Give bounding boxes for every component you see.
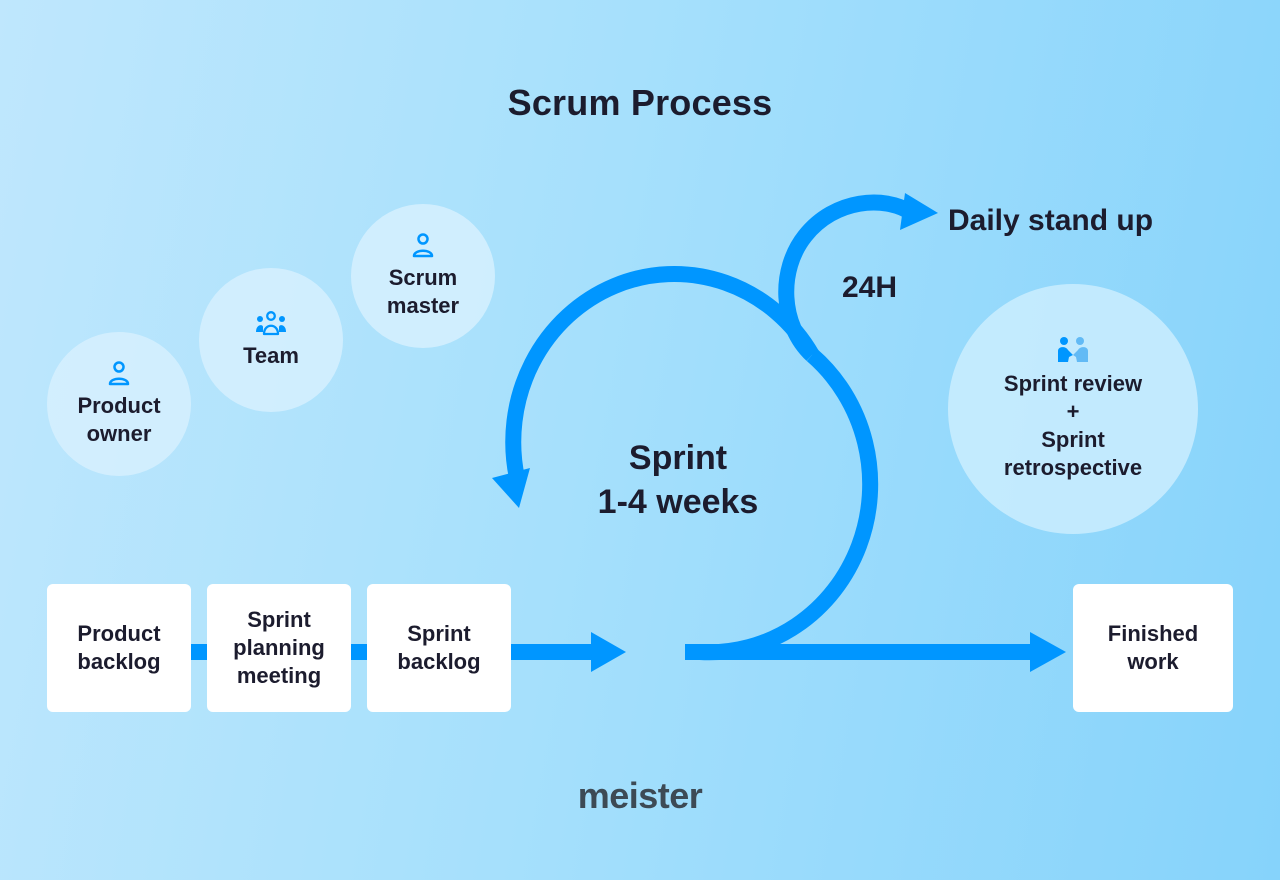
daily-loop-arrowhead <box>900 193 938 230</box>
box-line: Sprint <box>247 607 311 632</box>
sprint-cycle-arrowhead <box>492 468 530 508</box>
daily-loop-arrow <box>778 194 915 361</box>
role-team: Team <box>199 268 343 412</box>
review-line: Sprint <box>1041 427 1105 452</box>
review-line: Sprint review <box>1003 371 1143 396</box>
sprint-label: Sprint 1-4 weeks <box>560 436 796 524</box>
sprint-title: Sprint <box>628 439 728 477</box>
sprint-planning-meeting-box: Sprint planning meeting <box>207 584 351 712</box>
box-line: planning <box>233 635 325 660</box>
role-scrum-master: Scrum master <box>351 204 495 348</box>
box-line: work <box>1127 649 1179 674</box>
review-line: + <box>1066 399 1080 424</box>
meister-logo: meister <box>577 775 703 816</box>
team-icon <box>256 311 286 336</box>
person-icon <box>412 233 434 258</box>
box-line: Sprint <box>407 621 471 646</box>
review-line: retrospective <box>1003 455 1143 480</box>
box-line: backlog <box>397 649 481 674</box>
arrow-into-sprint <box>510 632 626 672</box>
person-icon <box>108 361 130 386</box>
role-label: Product <box>77 393 161 418</box>
sprint-duration: 1-4 weeks <box>597 483 759 521</box>
product-backlog-box: Product backlog <box>47 584 191 712</box>
box-line: backlog <box>77 649 161 674</box>
box-line: Product <box>77 621 161 646</box>
box-line: meeting <box>236 663 322 688</box>
page-title: Scrum Process <box>507 82 773 123</box>
sprint-backlog-box: Sprint backlog <box>367 584 511 712</box>
role-product-owner: Product owner <box>47 332 191 476</box>
role-label: master <box>386 293 460 318</box>
sprint-review-retrospective: Sprint review + Sprint retrospective <box>948 284 1198 534</box>
box-line: Finished <box>1107 621 1199 646</box>
finished-work-box: Finished work <box>1073 584 1233 712</box>
daily-interval-label: 24H <box>842 271 898 304</box>
daily-standup-label: Daily stand up <box>948 204 1154 237</box>
handshake-icon <box>1058 337 1088 362</box>
connector-planning-sprintbacklog <box>350 644 368 660</box>
role-label: Scrum <box>388 265 458 290</box>
arrow-to-finished <box>685 632 1066 672</box>
role-label: Team <box>243 343 299 368</box>
role-label: owner <box>86 421 152 446</box>
connector-backlog-planning <box>190 644 208 660</box>
